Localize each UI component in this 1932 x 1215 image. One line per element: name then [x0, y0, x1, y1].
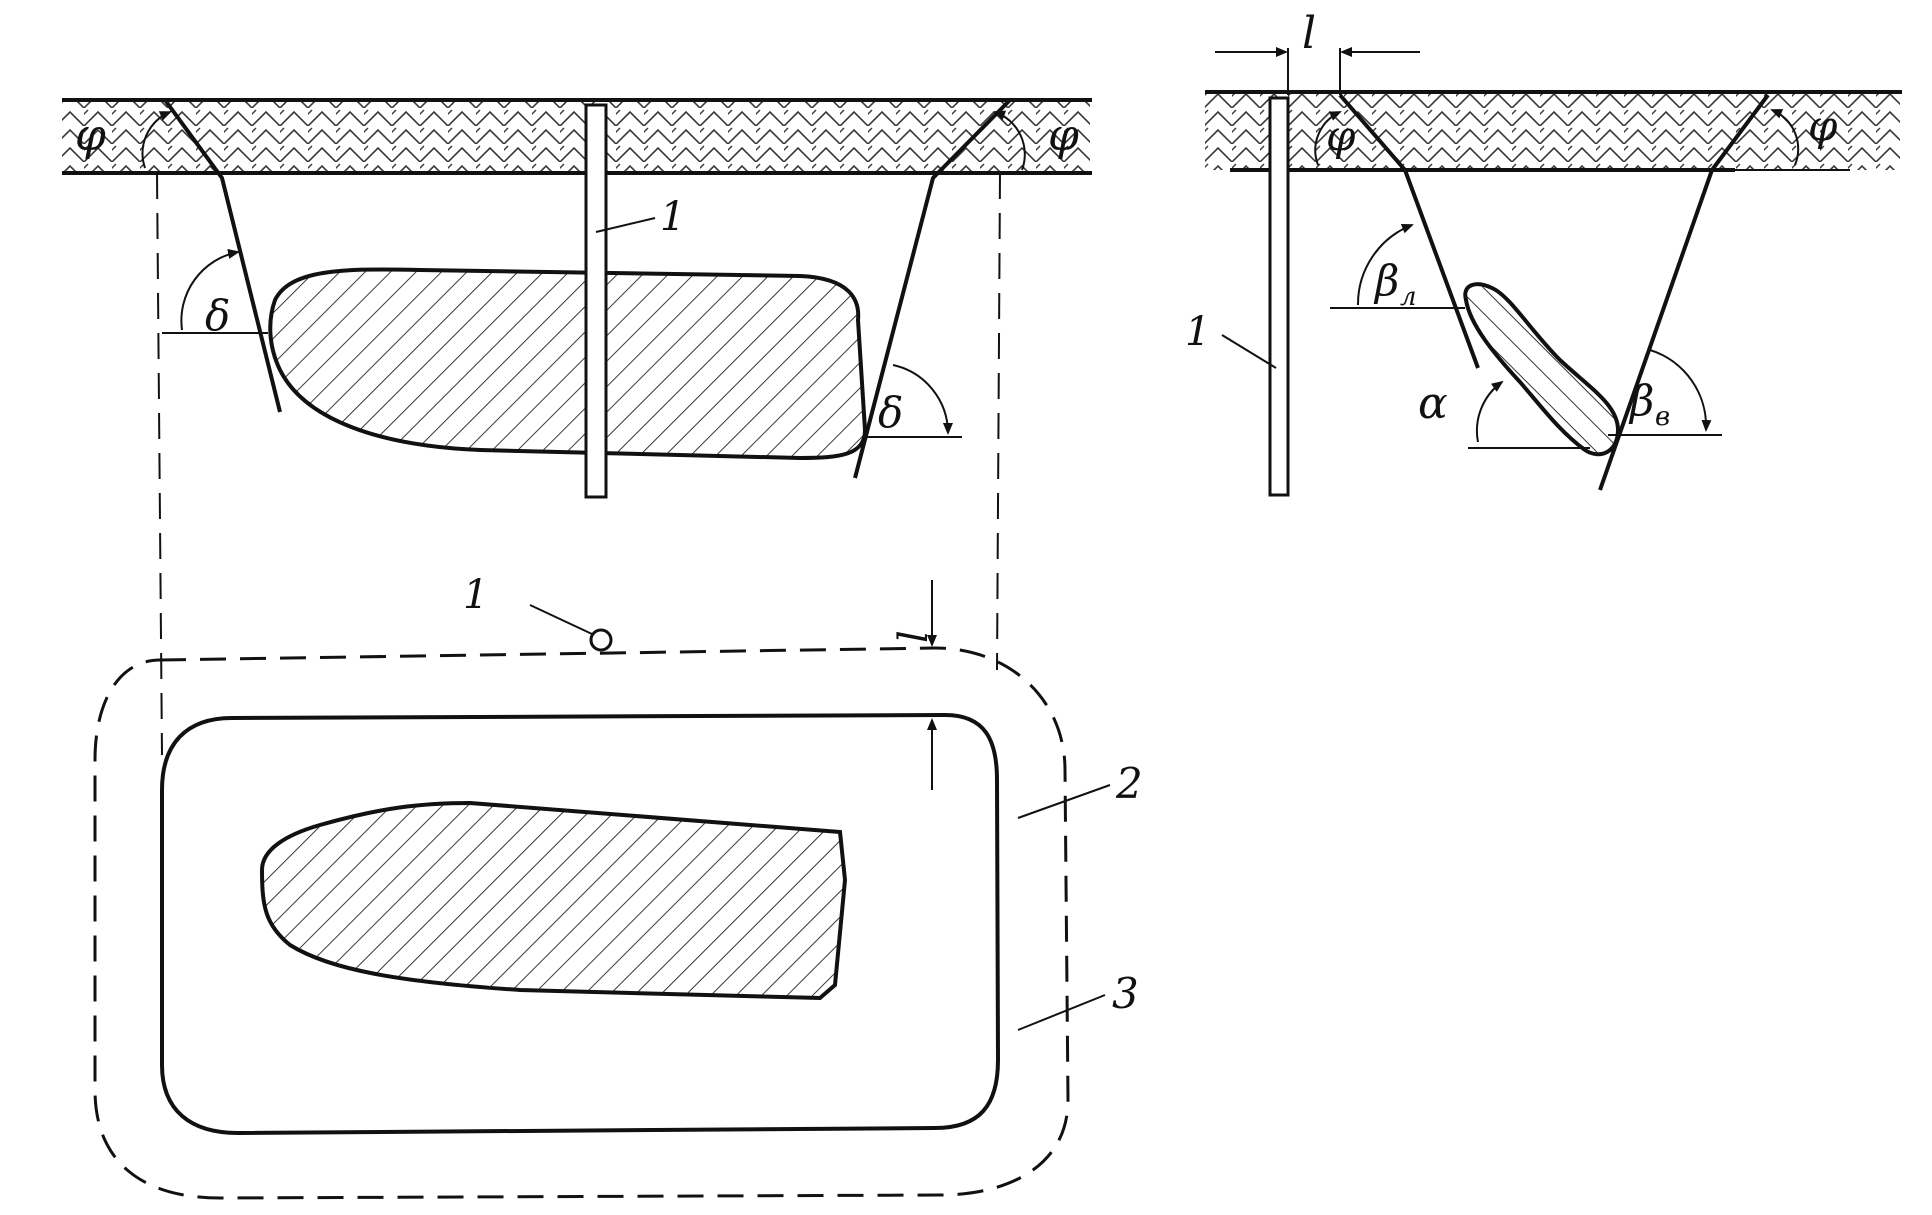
- leader-2: [1017, 784, 1111, 819]
- outer-contour-3: [93, 646, 1070, 1200]
- projection-line-right: [996, 172, 1001, 671]
- dim-l-label: l: [1302, 8, 1316, 59]
- cone-boundary-right: [853, 98, 1012, 479]
- projection-line-left: [156, 172, 163, 756]
- cone-right-right-side: [1598, 93, 1770, 491]
- beta-v-label: β: [1628, 376, 1654, 425]
- ore-vein: [1463, 282, 1621, 457]
- beta-l-arc: [1356, 223, 1414, 306]
- leader-3: [1017, 994, 1106, 1031]
- dim-l-label-plan: l: [891, 630, 937, 643]
- phi-label-right-a: φ: [1326, 111, 1356, 160]
- phi-arc-right-b: [1770, 109, 1800, 166]
- label-1-right: 1: [1185, 309, 1210, 355]
- delta-arc-left: [180, 249, 240, 331]
- borehole-plan: [589, 628, 613, 652]
- delta-arc-right: [892, 364, 953, 435]
- soil-layer-right: [1205, 92, 1900, 170]
- phi-arc-right-a: [1314, 111, 1342, 166]
- beta-v-arc: [1649, 349, 1712, 432]
- phi-label-right-b: φ: [1808, 101, 1838, 150]
- phi-arc-right: [993, 110, 1026, 171]
- delta-label-right: δ: [878, 388, 903, 437]
- beta-v-sub: в: [1655, 402, 1670, 432]
- left-plan-view: 1 l 2 3: [93, 572, 1143, 1200]
- ore-body-plan: [259, 800, 848, 1001]
- soil-layer-left: [62, 100, 1090, 173]
- ore-body-section: [268, 267, 868, 461]
- right-section-view: 1 l φ φ β л β в α: [1185, 8, 1902, 497]
- delta-label-left: δ: [205, 291, 230, 340]
- beta-l-label: β: [1373, 256, 1399, 305]
- cone-right-left-side: [1338, 93, 1480, 369]
- alpha-label: α: [1418, 378, 1448, 429]
- label-2: 2: [1115, 759, 1143, 808]
- alpha-arc: [1475, 380, 1504, 443]
- label-1-section: 1: [660, 194, 685, 240]
- label-1-plan: 1: [463, 572, 488, 618]
- borehole-leader-1: [595, 217, 656, 233]
- borehole-right-leader: [1221, 334, 1277, 369]
- borehole-right: [1268, 96, 1290, 497]
- beta-l-sub: л: [1400, 282, 1417, 312]
- borehole-leader-plan: [529, 604, 593, 635]
- phi-label-left: φ: [75, 110, 106, 161]
- phi-arc-left: [141, 111, 172, 169]
- inner-contour-2: [160, 712, 1001, 1136]
- phi-label-right: φ: [1048, 110, 1079, 161]
- left-section-view: 1 φ φ δ δ: [62, 98, 1092, 756]
- borehole-section: [584, 103, 608, 499]
- label-3: 3: [1112, 969, 1139, 1018]
